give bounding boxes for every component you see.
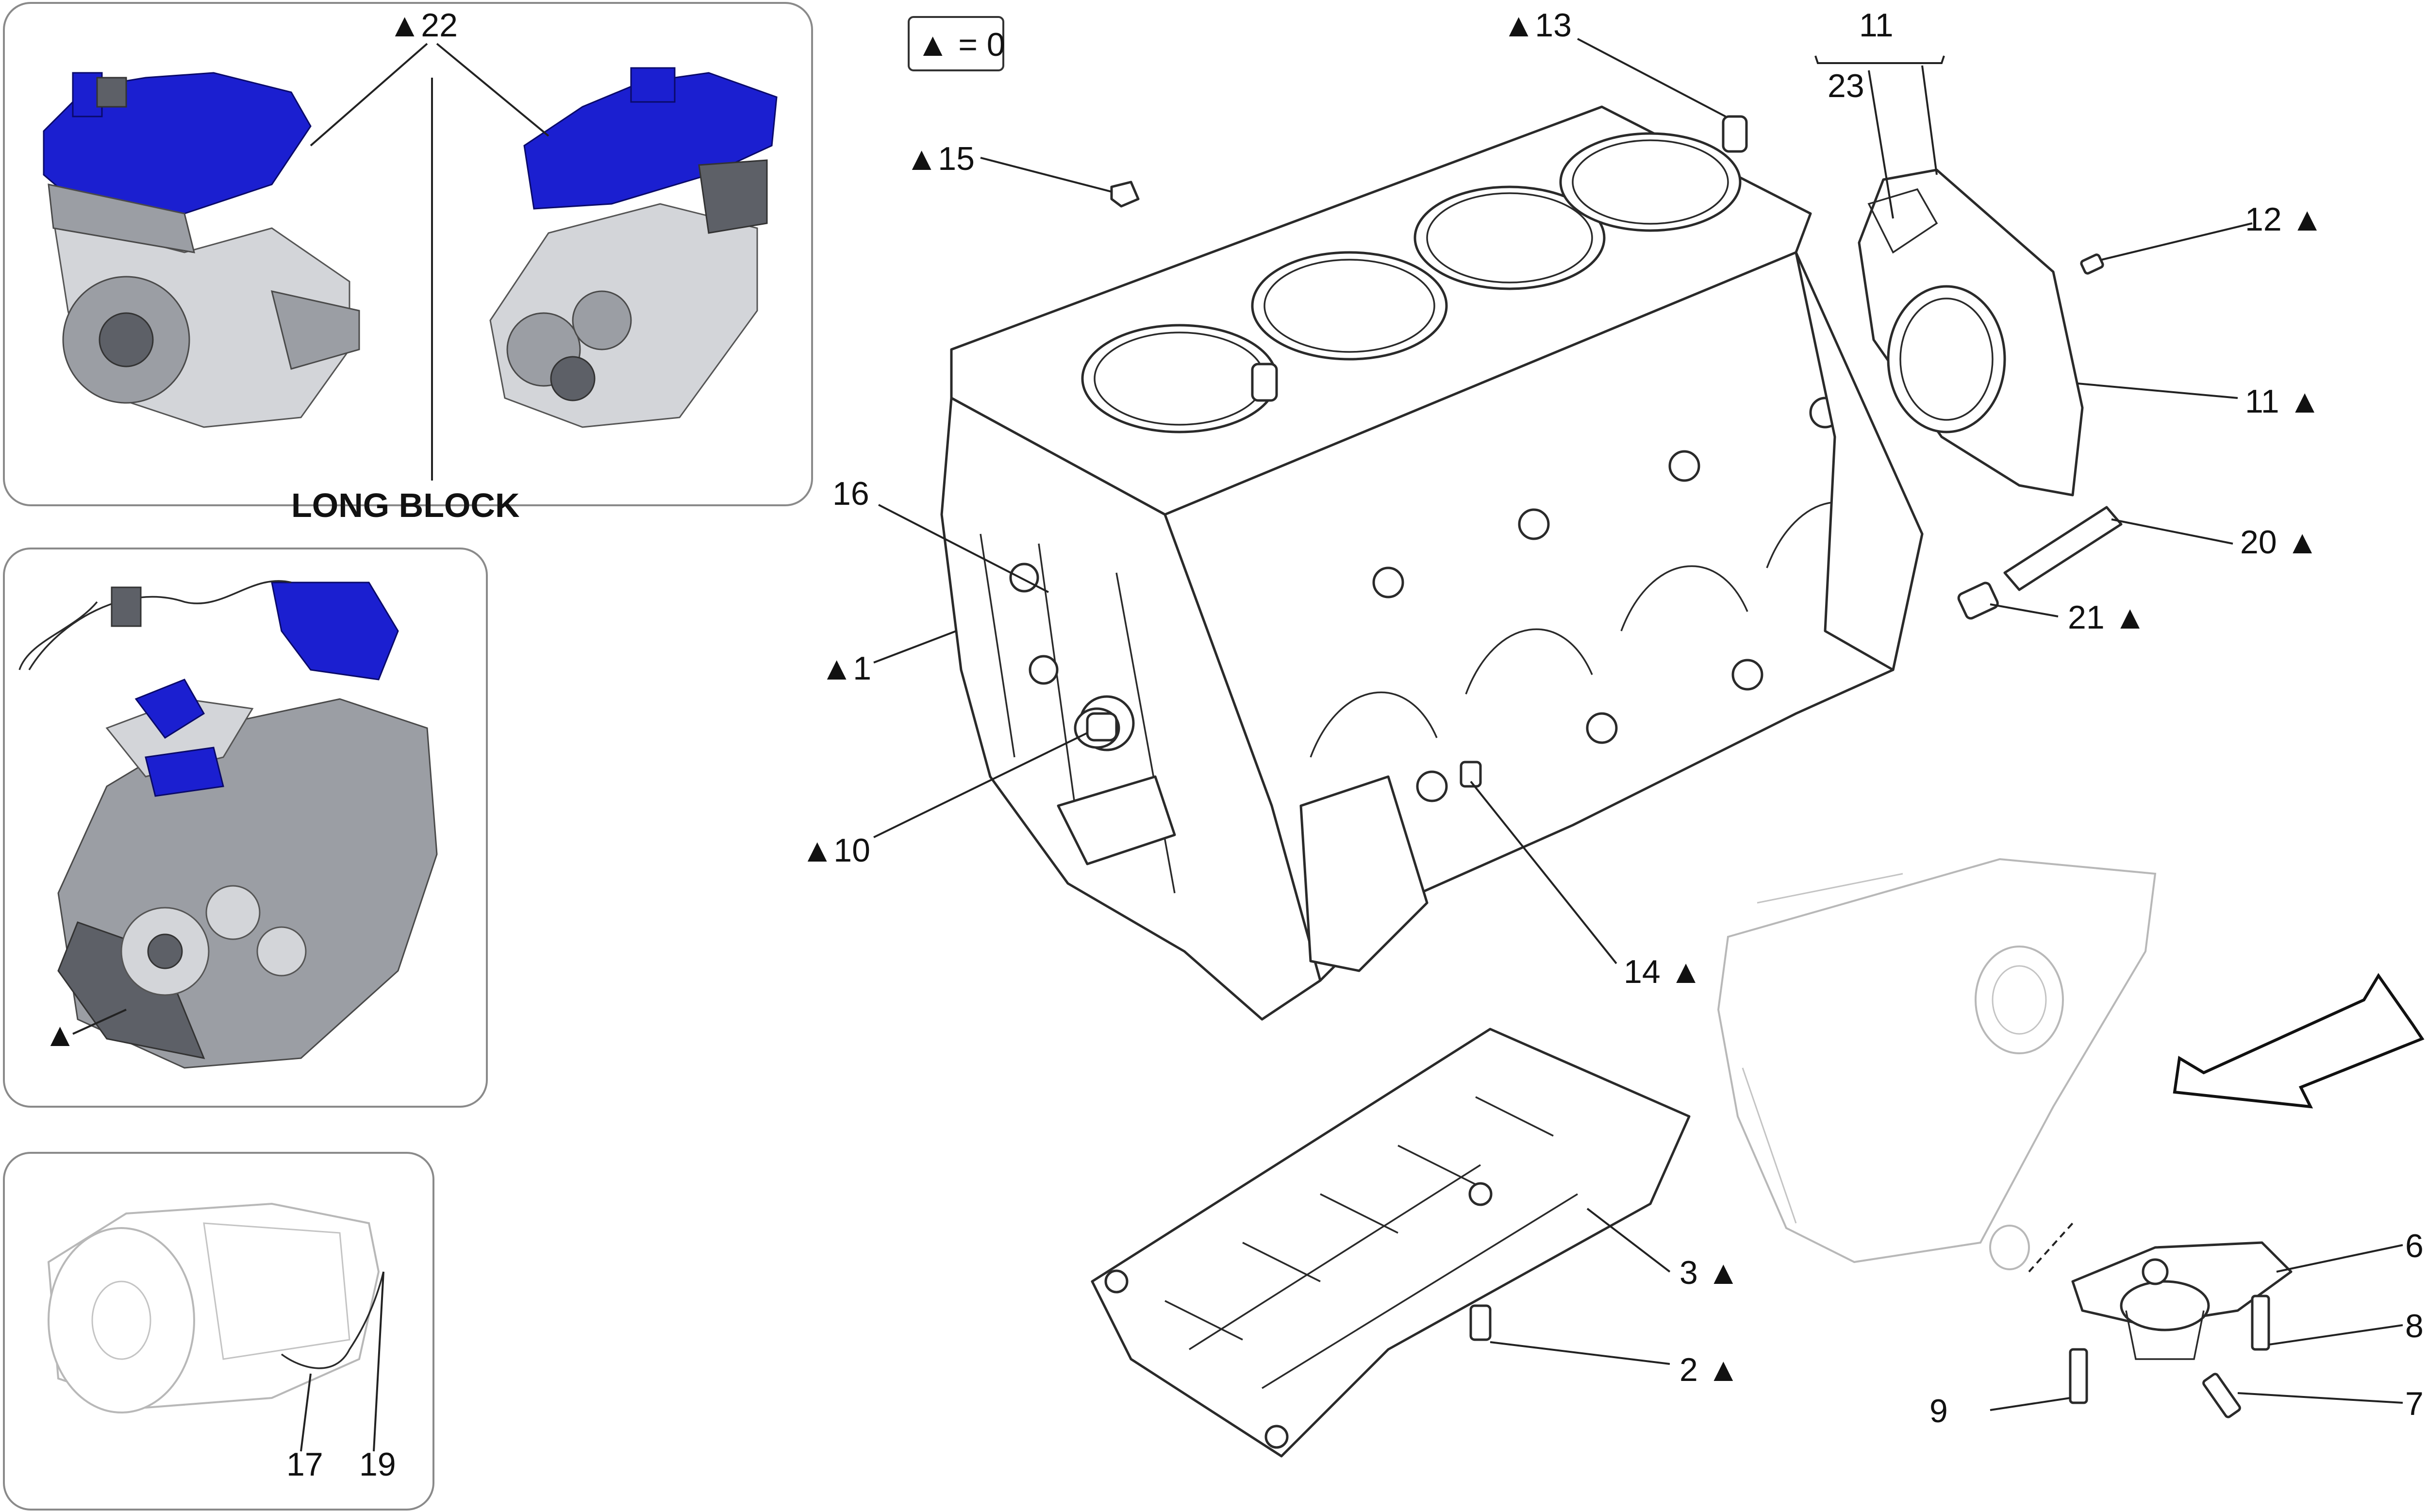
callout-21: 21 ▲ — [2068, 599, 2146, 636]
callout-16: 16 — [832, 475, 869, 512]
engine-assembly-inset: ▲ — [3, 548, 488, 1108]
long-block-label: LONG BLOCK — [291, 486, 520, 524]
engine-assembly — [18, 580, 438, 1069]
callout-17: 17 — [286, 1446, 323, 1483]
part-21-bushing — [1957, 582, 1999, 620]
legend-text: ▲ = 0 — [916, 26, 1005, 63]
callout-6: 6 — [2405, 1228, 2424, 1264]
part-9-bolt — [2069, 1348, 2088, 1404]
part-2-bolt — [1469, 1304, 1492, 1341]
callout-13: ▲13 — [1502, 7, 1572, 44]
callout-22: ▲22 — [388, 7, 458, 44]
legend-box: ▲ = 0 — [908, 16, 1005, 71]
transmission — [47, 1202, 384, 1413]
callout-9: 9 — [1929, 1393, 1948, 1429]
callout-15: ▲15 — [905, 140, 975, 177]
engine-assembly-callout: ▲ — [44, 1016, 76, 1053]
long-block-engine-right — [489, 67, 778, 428]
part-3-bedplate — [1091, 1028, 1691, 1458]
callout-23: 23 — [1828, 67, 1864, 104]
part-8-bolt — [2251, 1295, 2270, 1351]
callout-20: 20 ▲ — [2240, 524, 2319, 561]
part-10-sleeve — [1086, 712, 1118, 742]
engine-block — [940, 105, 1924, 1021]
part-11-seal-carrier — [1858, 168, 2084, 497]
part-7-bolt — [2202, 1373, 2241, 1418]
callout-11: 11 ▲ — [2245, 383, 2321, 420]
callout-10: ▲10 — [801, 832, 870, 869]
part-14-stud — [1460, 761, 1482, 788]
long-block-engine-left — [43, 72, 360, 428]
callout-8: 8 — [2405, 1308, 2424, 1345]
callout-11-group: 11 — [1859, 7, 1894, 44]
callout-labels: ▲13 11 23 ▲15 12 ▲ 11 ▲ 16 20 ▲ 21 ▲ ▲1 … — [801, 7, 2424, 1429]
part-15-plug — [1110, 181, 1140, 208]
part-20-pin — [2003, 506, 2123, 591]
callout-2: 2 ▲ — [1679, 1351, 1740, 1388]
transmission-inset: 17 19 — [3, 1152, 434, 1511]
callout-12: 12 ▲ — [2245, 201, 2324, 238]
callout-7: 7 — [2405, 1385, 2424, 1422]
callout-19: 19 — [359, 1446, 396, 1483]
part-12-bolt — [2080, 253, 2104, 275]
view-direction-arrow — [2173, 973, 2425, 1109]
leader-lines — [873, 38, 2403, 1411]
block-rear-ghost — [1717, 858, 2157, 1270]
callout-3: 3 ▲ — [1679, 1254, 1740, 1291]
callout-14: 14 ▲ — [1624, 953, 1702, 990]
callout-1: ▲1 — [820, 650, 871, 687]
long-block-inset: ▲22 LONG BLOCK — [3, 2, 813, 524]
part-6-engine-mount — [2028, 1222, 2293, 1360]
